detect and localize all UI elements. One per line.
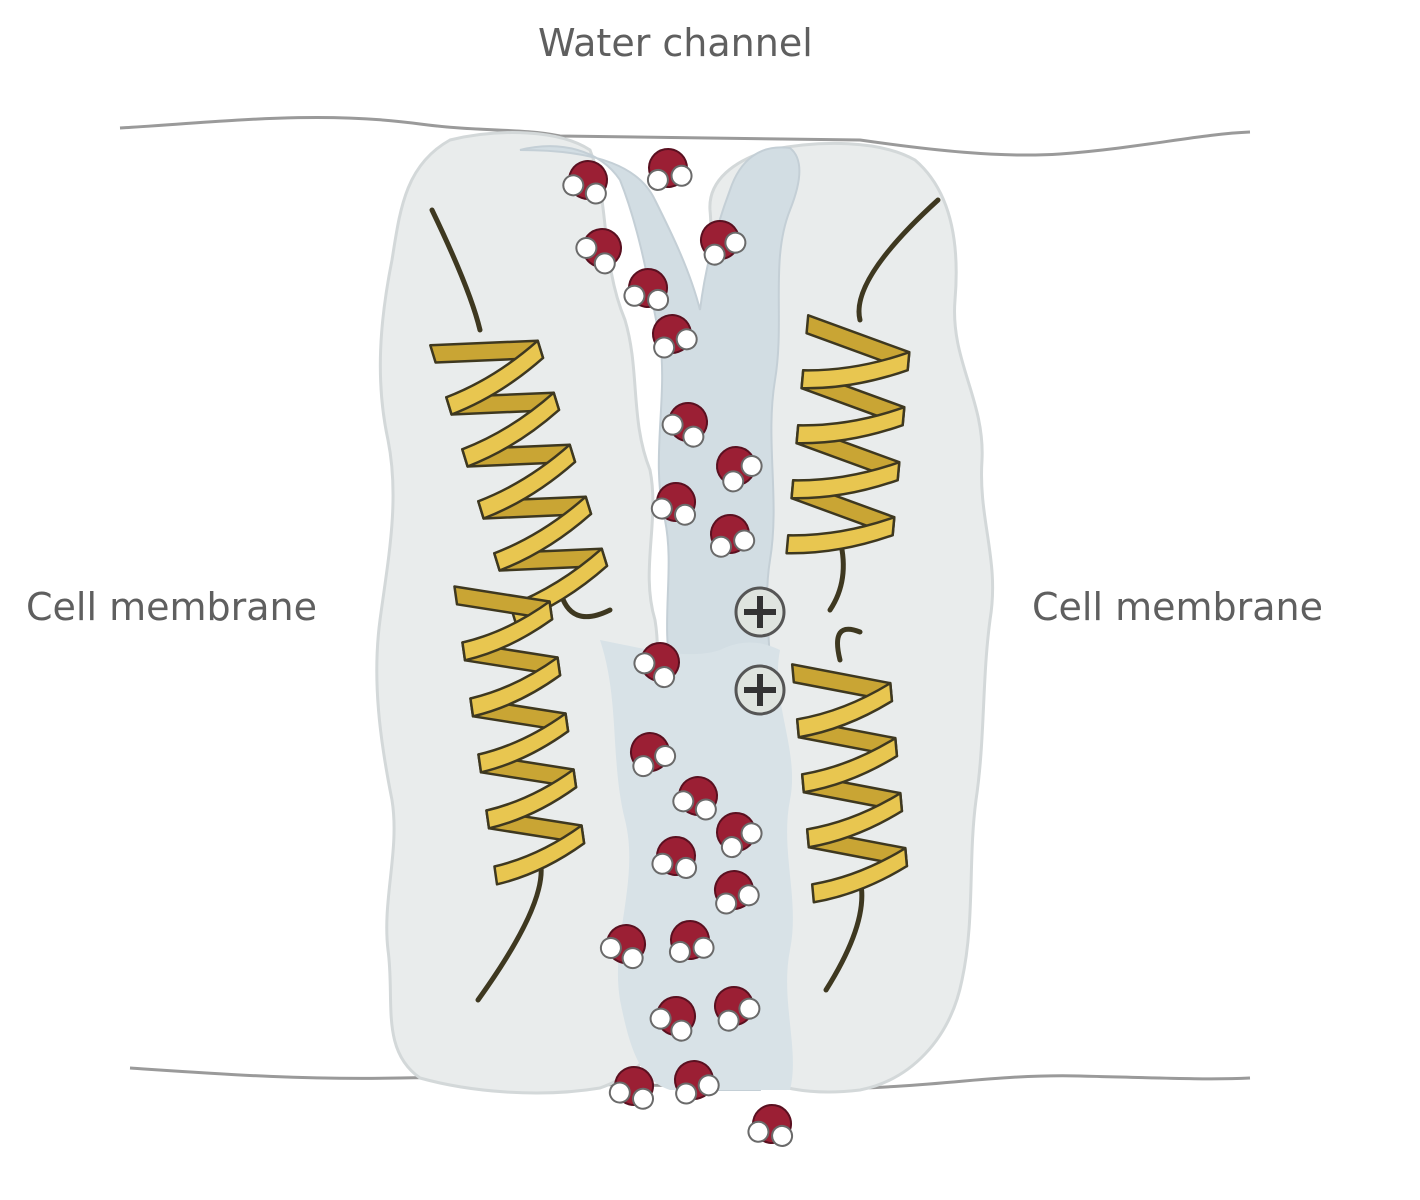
water-molecule-icon [651, 836, 698, 879]
water-molecule-icon [709, 514, 756, 558]
water-molecule-group [562, 148, 794, 1147]
water-molecule-icon [714, 870, 760, 915]
water-molecule-icon [630, 732, 677, 778]
alpha-helix-icon [453, 585, 586, 1003]
water-molecule-icon [668, 920, 715, 963]
water-molecule-icon [623, 268, 670, 311]
membrane-top-line [119, 115, 1251, 157]
alpha-helix-icon [429, 207, 613, 624]
water-molecule-icon [599, 924, 646, 970]
water-channel-label: Water channel [538, 21, 813, 65]
plus-charge-icon [734, 586, 786, 638]
cell-membrane-left-label: Cell membrane [26, 585, 318, 629]
water-molecule-icon [652, 314, 698, 359]
water-molecule-icon [646, 148, 693, 191]
water-molecule-icon [649, 996, 696, 1042]
water-molecule-icon [714, 986, 761, 1032]
water-molecule-icon [672, 776, 718, 821]
cell-membrane-right-label: Cell membrane [1032, 585, 1324, 629]
water-molecule-icon [650, 482, 697, 526]
helix-group [429, 197, 941, 1003]
alpha-helix-icon [790, 626, 909, 993]
water-molecule-icon [575, 228, 622, 275]
water-molecule-icon [661, 402, 708, 448]
water-molecule-icon [608, 1066, 655, 1110]
water-molecule-icon [747, 1104, 794, 1147]
water-molecule-icon [716, 446, 763, 493]
plus-charge-icon [734, 664, 786, 716]
water-molecule-icon [674, 1060, 720, 1105]
water-molecule-icon [562, 160, 608, 205]
water-molecule-icon [700, 220, 747, 266]
water-molecule-icon [716, 812, 763, 859]
water-molecule-icon [633, 642, 680, 689]
alpha-helix-icon [785, 197, 941, 613]
